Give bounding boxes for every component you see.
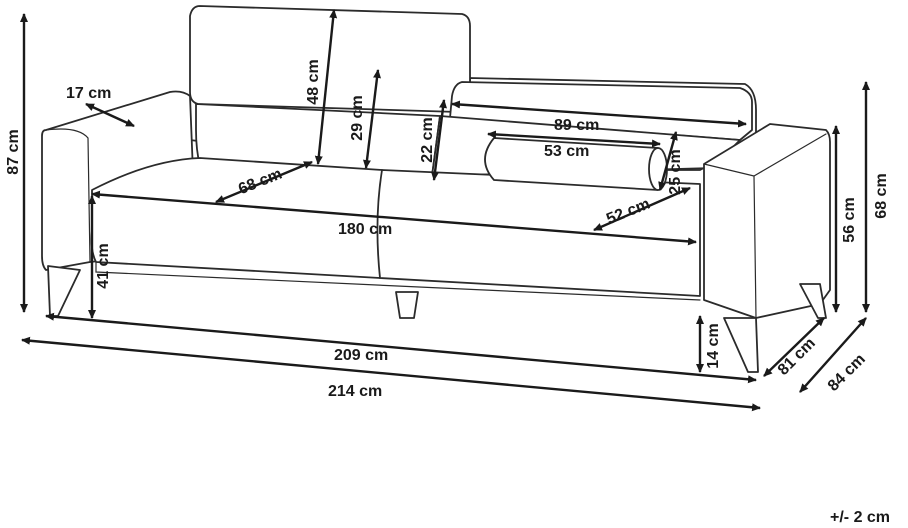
label-pillow-height: 22 cm <box>419 117 436 162</box>
dim-line-total-width <box>21 336 761 412</box>
dim-line-depth-total <box>799 317 867 393</box>
dim-line-bolster-length <box>487 130 661 148</box>
label-seat-width: 180 cm <box>338 221 392 238</box>
dim-line-seat-width <box>91 190 697 246</box>
label-inner-width: 209 cm <box>334 347 388 364</box>
label-total-width: 214 cm <box>328 383 382 400</box>
label-total-height: 87 cm <box>5 129 22 174</box>
right-armrest <box>703 123 831 319</box>
seat-base <box>95 261 701 301</box>
dim-line-pillow-height <box>431 99 447 181</box>
label-cushion-back-height: 29 cm <box>349 95 366 140</box>
label-pillow-width: 89 cm <box>554 117 599 134</box>
left-armrest-front-seam <box>45 128 91 263</box>
dim-line-pillow-width <box>451 100 747 128</box>
right-armrest-top-seam <box>753 133 827 177</box>
center-leg <box>395 291 419 319</box>
dim-line-armrest-width <box>85 102 135 128</box>
label-seat-height: 41 cm <box>95 243 112 288</box>
dimension-lines <box>20 9 870 412</box>
tolerance-note: +/- 2 cm <box>830 509 890 526</box>
label-bolster-diameter: 25 cm <box>667 149 684 194</box>
label-armrest-height: 56 cm <box>841 197 858 242</box>
left-front-leg <box>47 265 81 317</box>
label-bolster-length: 53 cm <box>544 143 589 160</box>
dim-line-bolster-diameter <box>658 131 678 191</box>
label-leg-height: 14 cm <box>705 323 722 368</box>
sofa-outline <box>41 5 831 373</box>
label-armrest-width: 17 cm <box>66 85 111 102</box>
left-seat-cushion <box>90 157 383 279</box>
label-backrest-height: 48 cm <box>305 59 322 104</box>
bolster-end <box>648 147 668 191</box>
dim-line-backrest-height <box>314 9 338 165</box>
label-back-height-right: 68 cm <box>873 173 890 218</box>
dim-line-cushion-back-height <box>363 69 381 169</box>
right-front-leg <box>723 317 759 373</box>
dim-line-inner-width <box>45 312 757 384</box>
label-depth-inner: 81 cm <box>775 335 819 379</box>
